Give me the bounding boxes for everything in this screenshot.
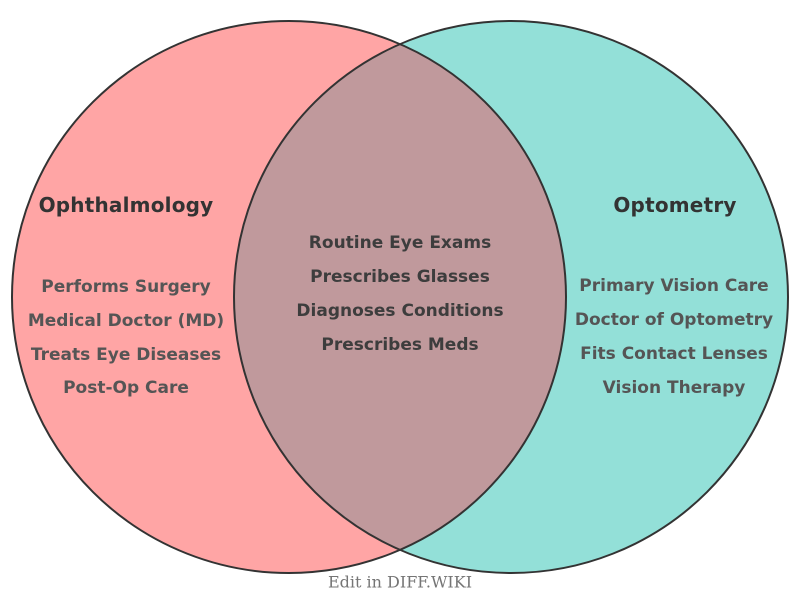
overlap-item: Routine Eye Exams	[308, 233, 492, 253]
right-circle-title: Optometry	[613, 193, 737, 217]
right-item: Doctor of Optometry	[574, 310, 774, 330]
right-item: Primary Vision Care	[579, 276, 769, 296]
left-circle-title: Ophthalmology	[38, 193, 214, 217]
left-circle-outline	[11, 20, 567, 574]
right-circle-outline	[233, 20, 789, 574]
right-item: Fits Contact Lenses	[580, 344, 768, 364]
left-item: Medical Doctor (MD)	[27, 311, 225, 331]
edit-in-diffwiki-link[interactable]: Edit in DIFF.WIKI	[327, 572, 473, 592]
overlap-item: Diagnoses Conditions	[296, 301, 504, 321]
left-item: Post-Op Care	[63, 378, 189, 398]
overlap-region	[234, 21, 566, 573]
left-item: Performs Surgery	[41, 277, 211, 297]
overlap-item: Prescribes Meds	[321, 335, 479, 355]
left-item: Treats Eye Diseases	[30, 345, 222, 365]
overlap-item: Prescribes Glasses	[310, 267, 490, 287]
right-item: Vision Therapy	[602, 378, 746, 398]
